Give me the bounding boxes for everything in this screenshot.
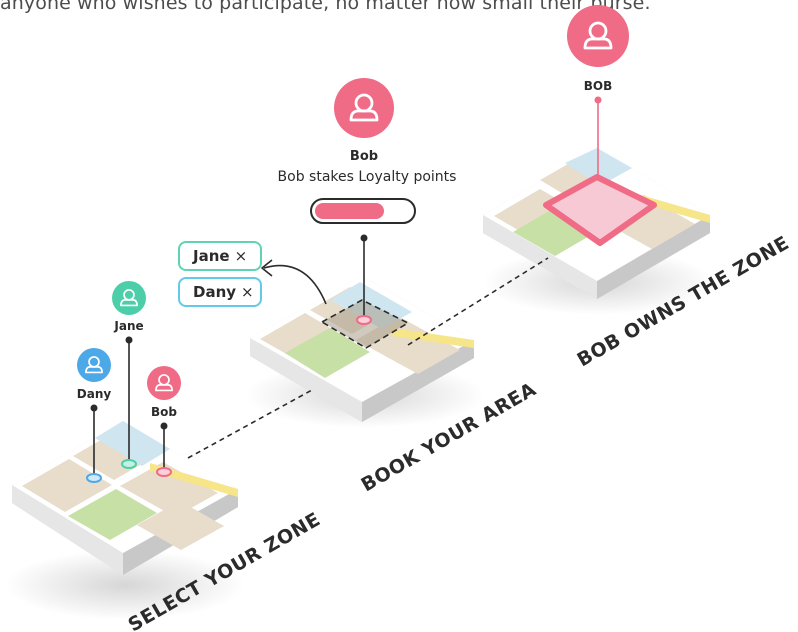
user-pin-jane: Jane [112, 281, 146, 469]
contest-arrow [263, 264, 327, 305]
tag-dany[interactable]: Dany× [178, 277, 262, 307]
close-icon[interactable]: × [234, 247, 248, 265]
tile-book-area [245, 276, 485, 428]
booking-subtitle: Bob stakes Loyalty points [278, 169, 457, 185]
tag-jane-label: Jane [193, 247, 230, 265]
owner-name: BOB [584, 79, 613, 93]
booking-user-name: Bob [350, 149, 378, 164]
intro-text: anyone who wishes to participate, no mat… [0, 0, 651, 14]
booking-pin: Bob Bob stakes Loyalty points [278, 78, 457, 325]
tag-jane[interactable]: Jane× [178, 241, 262, 271]
tile-own-zone [483, 148, 713, 315]
tile-select-zone [5, 421, 245, 620]
user-name-jane: Jane [113, 319, 143, 333]
owned-zone-highlight [543, 174, 657, 246]
close-icon[interactable]: × [241, 283, 254, 301]
tag-dany-label: Dany [193, 283, 237, 301]
connector-2 [407, 257, 549, 346]
user-pin-dany: Dany [77, 348, 112, 483]
user-pin-bob: Bob [147, 366, 181, 477]
user-name-bob: Bob [151, 405, 177, 419]
connector-1 [187, 389, 313, 459]
owner-pin: BOB [567, 5, 629, 180]
stake-progress-bar [310, 198, 416, 224]
stake-progress-fill [315, 203, 384, 219]
user-name-dany: Dany [77, 387, 112, 401]
